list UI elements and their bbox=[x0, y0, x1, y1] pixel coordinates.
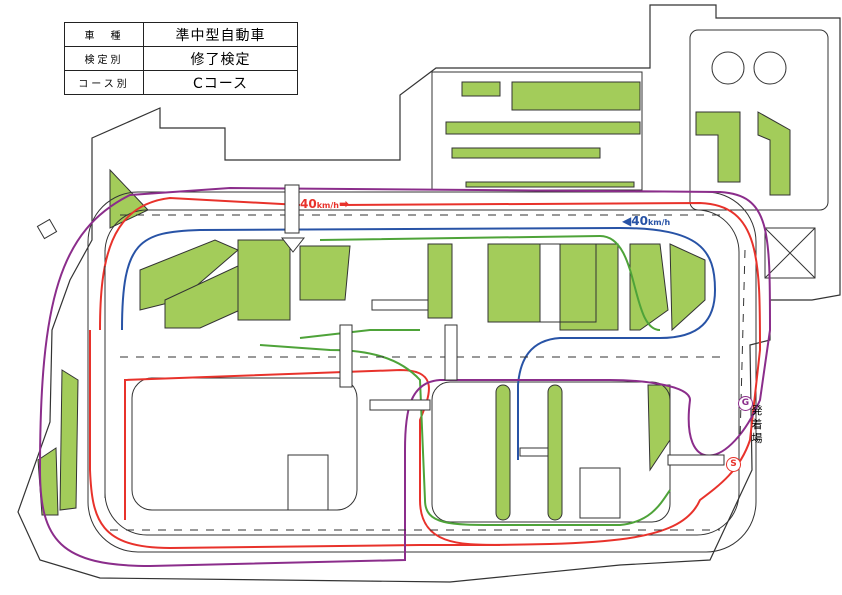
info-row-course: コース別 Cコース bbox=[64, 70, 298, 95]
speed-value: 40 bbox=[631, 214, 648, 228]
outer-road-line bbox=[87, 191, 757, 553]
green-area bbox=[495, 384, 511, 521]
green-area bbox=[547, 384, 563, 521]
goal-marker: G bbox=[738, 396, 753, 411]
route-purple bbox=[39, 186, 772, 568]
info-label: 車 種 bbox=[64, 22, 144, 47]
info-label: 検定別 bbox=[64, 46, 144, 71]
info-label: コース別 bbox=[64, 70, 144, 95]
lane-dashes bbox=[739, 249, 746, 441]
departure-area-label: 発着場 bbox=[751, 404, 763, 445]
info-value: Cコース bbox=[143, 70, 298, 95]
start-marker: S bbox=[726, 457, 741, 472]
route-blue bbox=[121, 226, 717, 460]
crosswalk bbox=[444, 324, 458, 381]
green-area bbox=[757, 111, 791, 196]
course-info-table: 車 種 準中型自動車 検定別 修了検定 コース別 Cコース bbox=[64, 22, 298, 95]
arrow-right-icon: ➡ bbox=[338, 197, 350, 211]
crosswalk bbox=[519, 447, 549, 457]
green-area bbox=[669, 243, 706, 332]
green-area bbox=[164, 264, 241, 329]
site-boundary bbox=[17, 4, 841, 583]
green-area bbox=[59, 369, 79, 511]
info-value: 修了検定 bbox=[143, 46, 298, 71]
arrow-down bbox=[280, 237, 306, 253]
crosswalk bbox=[667, 454, 725, 466]
outer-road-line bbox=[104, 209, 740, 536]
crosswalk bbox=[371, 299, 429, 311]
green-area bbox=[299, 245, 351, 301]
route-red-inner bbox=[124, 368, 501, 546]
inner-block-outline bbox=[131, 377, 358, 511]
speed-limit-blue: ◀40km/h bbox=[622, 214, 670, 228]
green-area bbox=[445, 121, 641, 135]
green-area bbox=[427, 243, 453, 319]
route-green bbox=[259, 344, 671, 526]
building-outline bbox=[579, 467, 621, 519]
green-area bbox=[237, 239, 291, 321]
green-area bbox=[695, 111, 741, 183]
speed-value: 40 bbox=[300, 197, 317, 211]
crosswalk bbox=[339, 324, 353, 388]
info-row-vehicle: 車 種 準中型自動車 bbox=[64, 22, 298, 47]
info-value: 準中型自動車 bbox=[143, 22, 298, 47]
green-area bbox=[465, 181, 635, 188]
green-area bbox=[139, 239, 239, 311]
green-area bbox=[559, 243, 619, 331]
building-outline bbox=[487, 243, 597, 323]
green-area bbox=[451, 147, 601, 159]
building-outline bbox=[287, 454, 329, 511]
cross-box bbox=[764, 227, 816, 279]
green-area bbox=[511, 81, 641, 111]
green-area bbox=[647, 384, 671, 472]
green-area bbox=[461, 81, 501, 97]
upper-course-area bbox=[689, 29, 829, 211]
crosswalk bbox=[369, 399, 431, 411]
speed-limit-red: 40km/h➡ bbox=[300, 197, 349, 211]
route-green-upper bbox=[299, 234, 661, 339]
speed-unit: km/h bbox=[647, 218, 671, 227]
arrow-left-icon: ◀ bbox=[622, 214, 632, 228]
green-area bbox=[629, 243, 669, 331]
info-row-exam: 検定別 修了検定 bbox=[64, 46, 298, 71]
green-area bbox=[487, 243, 541, 323]
curve-circle-right bbox=[753, 51, 787, 85]
inner-block-outline bbox=[431, 381, 671, 523]
structure-square bbox=[36, 218, 58, 240]
route-red bbox=[89, 196, 762, 550]
speed-unit: km/h bbox=[316, 201, 339, 210]
green-area bbox=[109, 168, 149, 229]
crosswalk bbox=[284, 184, 300, 234]
curve-circle-left bbox=[711, 51, 745, 85]
cross-box-x bbox=[764, 227, 816, 279]
